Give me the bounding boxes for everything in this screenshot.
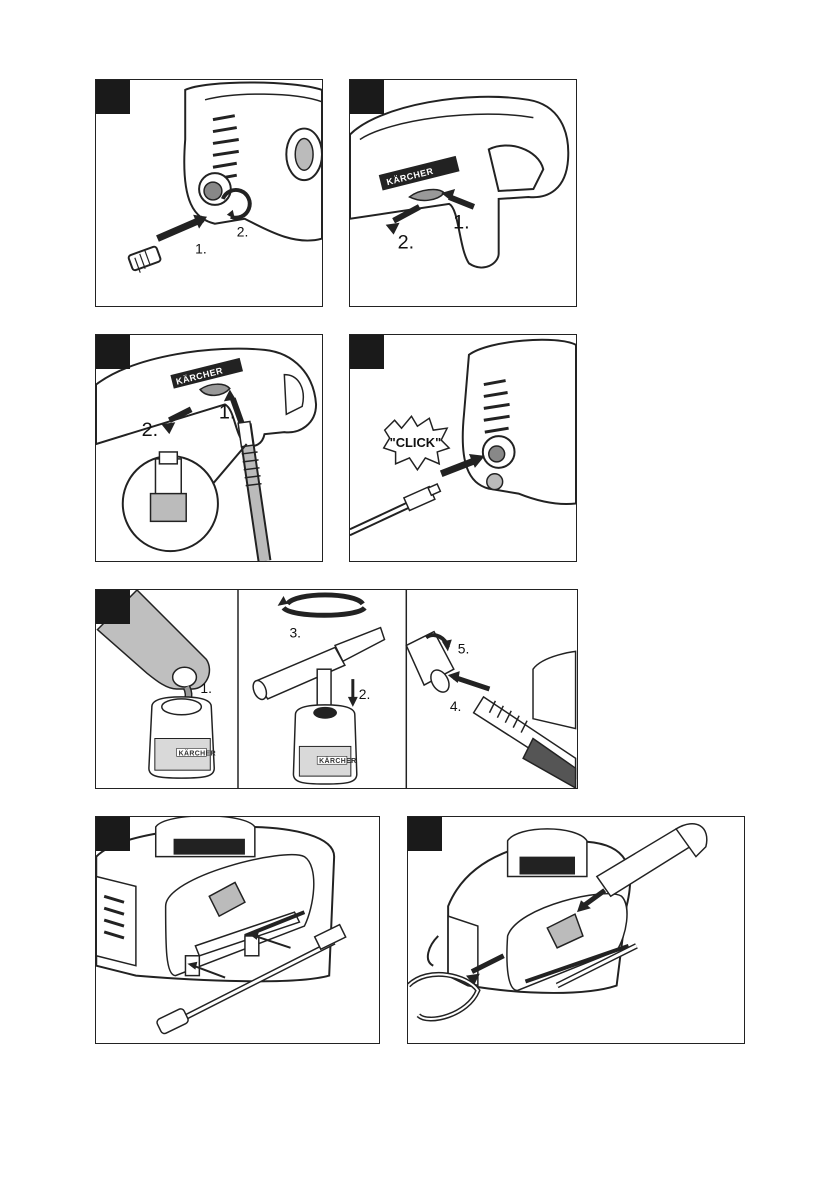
step-2-label: 2. bbox=[142, 419, 159, 441]
sub-panel-attach-nozzle: 3. 2. KÄRCHER bbox=[251, 595, 385, 784]
step-2-label: 2. bbox=[359, 686, 371, 702]
step-2-label: 2. bbox=[237, 224, 249, 240]
click-text: "CLICK" bbox=[390, 435, 442, 450]
step-1-label: 1. bbox=[453, 212, 470, 234]
sub-panel-push-onto-lance: 5. 4. bbox=[406, 632, 575, 788]
panel-6-illustration bbox=[96, 817, 379, 1043]
panel-7-gun-storage bbox=[407, 816, 745, 1044]
step-4-label: 4. bbox=[450, 698, 462, 714]
panel-number-tab bbox=[96, 335, 130, 369]
panel-4-hose-to-unit: "CLICK" bbox=[349, 334, 577, 562]
panel-number-tab bbox=[96, 817, 130, 851]
panel-5-illustration: KÄRCHER 1. 3. 2. KÄRCHER bbox=[96, 590, 577, 788]
panel-2-trigger-gun-removal: KÄRCHER 1. 2. bbox=[349, 79, 577, 307]
panel-number-tab bbox=[350, 335, 384, 369]
panel-3-hose-into-gun: KÄRCHER 2. 1. bbox=[95, 334, 323, 562]
panel-number-tab bbox=[96, 80, 130, 114]
panel-6-accessory-storage bbox=[95, 816, 380, 1044]
step-1-label: 1. bbox=[219, 401, 236, 423]
panel-number-tab bbox=[96, 590, 130, 624]
panel-5-detergent-bottle: KÄRCHER 1. 3. 2. KÄRCHER bbox=[95, 589, 578, 789]
step-1-label: 1. bbox=[200, 680, 212, 696]
hose-adapter bbox=[128, 246, 161, 273]
panel-1-water-inlet-adapter: 1. 2. bbox=[95, 79, 323, 307]
step-2-label: 2. bbox=[398, 232, 415, 254]
step-5-label: 5. bbox=[458, 640, 470, 656]
step-3-label: 3. bbox=[289, 625, 301, 641]
brand-text: KÄRCHER bbox=[319, 757, 356, 765]
brand-text: KÄRCHER bbox=[179, 749, 216, 757]
step-1-label: 1. bbox=[195, 240, 207, 256]
panel-number-tab bbox=[350, 80, 384, 114]
panel-number-tab bbox=[408, 817, 442, 851]
panel-7-illustration bbox=[408, 817, 744, 1043]
